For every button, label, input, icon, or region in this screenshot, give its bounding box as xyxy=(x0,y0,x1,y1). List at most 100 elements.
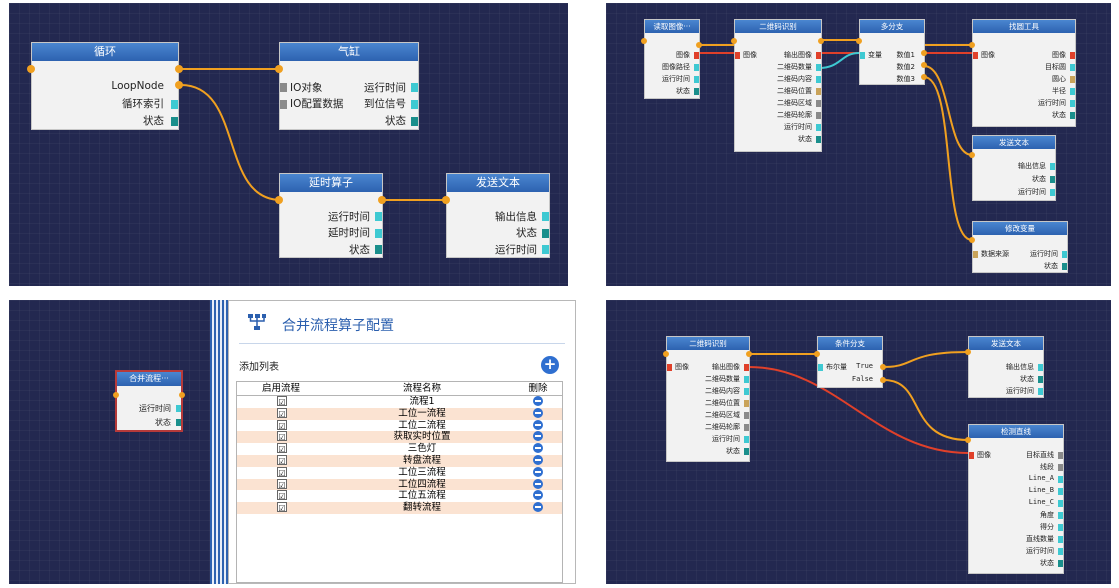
input-port[interactable] xyxy=(280,83,287,92)
input-pin[interactable] xyxy=(731,38,737,44)
output-pin[interactable] xyxy=(921,62,927,68)
output-port[interactable] xyxy=(816,88,821,95)
input-pin[interactable] xyxy=(442,196,450,204)
enable-checkbox[interactable]: ☑ xyxy=(277,490,287,502)
output-port[interactable] xyxy=(1058,524,1063,531)
add-flow-button[interactable]: + xyxy=(541,356,559,374)
table-row[interactable]: ☑工位一流程 xyxy=(237,407,562,420)
input-port[interactable] xyxy=(973,251,978,258)
output-port[interactable] xyxy=(1070,112,1075,119)
output-pin[interactable] xyxy=(175,65,183,73)
condition-branch-node[interactable]: 条件分支 布尔量 True False xyxy=(817,336,883,388)
output-port[interactable] xyxy=(375,245,382,254)
table-row[interactable]: ☑三色灯 xyxy=(237,443,562,455)
output-port[interactable] xyxy=(744,400,749,407)
output-pin[interactable] xyxy=(378,196,386,204)
input-pin[interactable] xyxy=(663,351,669,357)
output-pin[interactable] xyxy=(921,50,927,56)
output-port[interactable] xyxy=(411,117,418,126)
table-row[interactable]: ☑工位五流程 xyxy=(237,490,562,502)
qr-detect-node[interactable]: 二维码识别 图像 输出图像 二维码数量 二维码内容 二维码位置 二维码区域 二维… xyxy=(734,19,822,152)
input-pin[interactable] xyxy=(814,351,820,357)
input-port[interactable] xyxy=(973,52,978,59)
enable-checkbox[interactable]: ☑ xyxy=(277,466,287,478)
input-port[interactable] xyxy=(735,52,740,59)
output-port[interactable] xyxy=(176,405,181,412)
output-port[interactable] xyxy=(1058,560,1063,567)
output-pin[interactable] xyxy=(175,81,183,89)
delay-node[interactable]: 延时算子 运行时间 延时时间 状态 xyxy=(279,173,383,258)
output-port[interactable] xyxy=(744,424,749,431)
output-port[interactable] xyxy=(1038,376,1043,383)
table-row[interactable]: ☑流程1 xyxy=(237,396,562,408)
table-row[interactable]: ☑获取实时位置 xyxy=(237,431,562,444)
input-pin[interactable] xyxy=(275,65,283,73)
output-port[interactable] xyxy=(171,100,178,109)
enable-checkbox[interactable]: ☑ xyxy=(277,443,287,455)
output-pin[interactable] xyxy=(880,377,886,383)
output-port[interactable] xyxy=(744,412,749,419)
input-port[interactable] xyxy=(667,364,672,371)
input-pin[interactable] xyxy=(965,437,971,443)
output-pin[interactable] xyxy=(696,42,702,48)
delete-icon[interactable] xyxy=(533,502,543,513)
output-port[interactable] xyxy=(375,212,382,221)
table-row[interactable]: ☑工位三流程 xyxy=(237,466,562,479)
flow-canvas-merge[interactable]: 合并流程··· 运行时间 状态 xyxy=(9,300,214,584)
output-port[interactable] xyxy=(411,83,418,92)
output-port[interactable] xyxy=(1058,488,1063,495)
enable-checkbox[interactable]: ☑ xyxy=(277,407,287,419)
read-image-node[interactable]: 读取图像··· 图像 图像路径 运行时间 状态 xyxy=(644,19,700,99)
output-port[interactable] xyxy=(171,117,178,126)
output-port[interactable] xyxy=(816,136,821,143)
output-port[interactable] xyxy=(1070,88,1075,95)
input-port[interactable] xyxy=(818,364,823,371)
output-port[interactable] xyxy=(744,364,749,371)
output-port[interactable] xyxy=(694,64,699,71)
input-port[interactable] xyxy=(969,452,974,459)
output-port[interactable] xyxy=(542,212,549,221)
enable-checkbox[interactable]: ☑ xyxy=(277,455,287,466)
output-port[interactable] xyxy=(816,52,821,59)
output-port[interactable] xyxy=(1038,364,1043,371)
output-port[interactable] xyxy=(816,124,821,131)
output-port[interactable] xyxy=(816,64,821,71)
input-pin[interactable] xyxy=(969,42,975,48)
flow-canvas-qr-multibranch[interactable]: 读取图像··· 图像 图像路径 运行时间 状态 二维码识别 图像 输出图像 二维… xyxy=(606,3,1111,286)
output-port[interactable] xyxy=(1050,163,1055,170)
output-port[interactable] xyxy=(375,229,382,238)
flow-canvas-loop-cylinder[interactable]: 循环 LoopNode 循环索引 状态 气缸 IO对象 IO配置数据 运行时间 … xyxy=(9,3,568,286)
table-row[interactable]: ☑工位四流程 xyxy=(237,478,562,491)
delete-icon[interactable] xyxy=(533,466,543,477)
output-port[interactable] xyxy=(744,388,749,395)
send-text-node[interactable]: 发送文本 输出信息 状态 运行时间 xyxy=(968,336,1044,398)
output-port[interactable] xyxy=(1070,64,1075,71)
multi-branch-node[interactable]: 多分支 变量 数值1 数值2 数值3 xyxy=(859,19,925,85)
merge-flow-node[interactable]: 合并流程··· 运行时间 状态 xyxy=(115,370,183,432)
modify-variable-node[interactable]: 修改变量 数据来源 运行时间 状态 xyxy=(972,221,1068,273)
send-text-node[interactable]: 发送文本 输出信息 状态 运行时间 xyxy=(972,135,1056,201)
cylinder-node[interactable]: 气缸 IO对象 IO配置数据 运行时间 到位信号 状态 xyxy=(279,42,419,130)
table-row[interactable]: ☑翻转流程 xyxy=(237,502,562,514)
find-circle-node[interactable]: 找圆工具 图像 图像 目标圆 圆心 半径 运行时间 状态 xyxy=(972,19,1076,127)
input-pin[interactable] xyxy=(969,152,975,158)
output-port[interactable] xyxy=(816,100,821,107)
output-port[interactable] xyxy=(1070,100,1075,107)
send-text-node[interactable]: 发送文本 输出信息 状态 运行时间 xyxy=(446,173,550,258)
output-port[interactable] xyxy=(1050,189,1055,196)
output-port[interactable] xyxy=(1062,263,1067,270)
output-port[interactable] xyxy=(1058,512,1063,519)
output-port[interactable] xyxy=(744,376,749,383)
input-port[interactable] xyxy=(280,100,287,109)
output-port[interactable] xyxy=(411,100,418,109)
enable-checkbox[interactable]: ☑ xyxy=(277,431,287,443)
loop-node[interactable]: 循环 LoopNode 循环索引 状态 xyxy=(31,42,179,130)
output-port[interactable] xyxy=(694,52,699,59)
delete-icon[interactable] xyxy=(533,443,543,454)
output-port[interactable] xyxy=(1070,52,1075,59)
output-port[interactable] xyxy=(1062,251,1067,258)
output-pin[interactable] xyxy=(880,364,886,370)
enable-checkbox[interactable]: ☑ xyxy=(277,478,287,490)
output-port[interactable] xyxy=(1058,548,1063,555)
output-pin[interactable] xyxy=(818,38,824,44)
